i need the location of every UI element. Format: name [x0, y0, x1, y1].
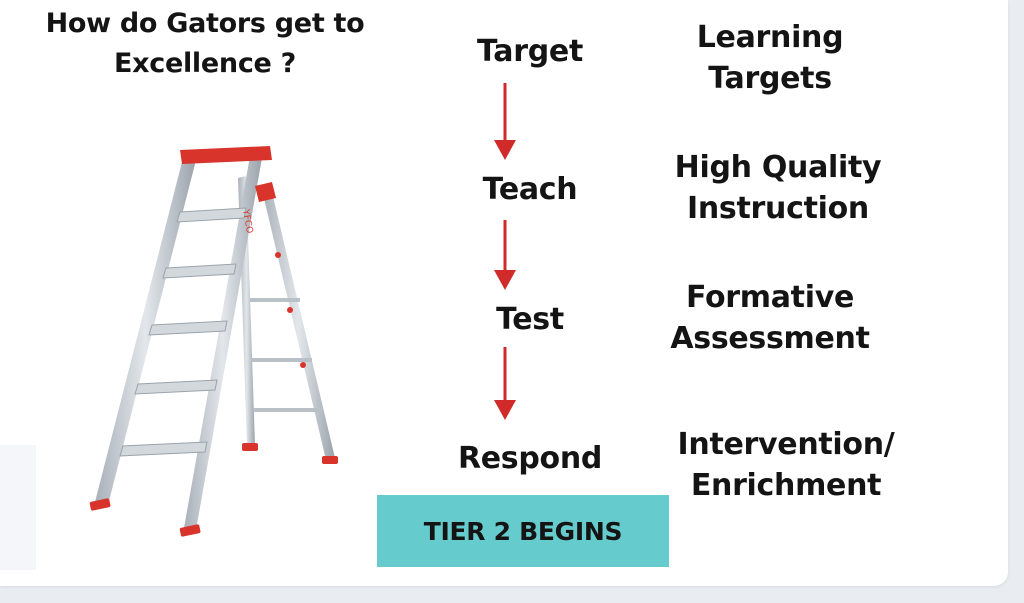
ladder-foot — [322, 456, 338, 464]
tier-2-banner: TIER 2 BEGINS — [377, 495, 669, 567]
step-respond: Respond — [457, 441, 603, 476]
description-line: Intervention/ — [677, 427, 895, 462]
title-line-1: How do Gators get to — [45, 8, 365, 39]
ladder-foot — [89, 498, 111, 511]
ladder-tread — [176, 207, 247, 223]
ladder-top-cap — [255, 182, 276, 202]
description-target: Learning Targets — [620, 17, 920, 99]
description-line: High Quality — [674, 150, 882, 185]
ladder-tread — [134, 379, 218, 395]
ladder-marker — [287, 307, 293, 313]
ladder-tread — [119, 441, 208, 457]
description-test: Formative Assessment — [620, 277, 920, 359]
arrow-down-icon — [494, 83, 516, 160]
description-teach: High Quality Instruction — [628, 147, 928, 229]
tier-2-label: TIER 2 BEGINS — [423, 516, 623, 546]
ladder-front-rail-left — [95, 158, 196, 505]
ladder-front-rail-right — [184, 156, 262, 530]
ladder-marker — [275, 252, 281, 258]
description-respond: Intervention/ Enrichment — [636, 424, 936, 506]
arrow-down-icon — [494, 347, 516, 420]
description-line: Formative — [685, 280, 854, 315]
page-title: How do Gators get to Excellence ? — [0, 4, 410, 84]
ladder-foot — [179, 524, 201, 537]
left-background-strip — [0, 445, 36, 570]
title-line-2: Excellence ? — [114, 48, 296, 79]
step-teach: Teach — [482, 172, 578, 207]
description-line: Assessment — [670, 321, 870, 356]
description-line: Instruction — [687, 191, 869, 226]
description-line: Targets — [708, 61, 832, 96]
ladder-foot — [242, 443, 258, 451]
description-line: Learning — [696, 20, 844, 55]
ladder-top-platform — [180, 146, 272, 164]
ladder-brand-logo: YFCO — [240, 208, 254, 234]
description-line: Enrichment — [690, 468, 882, 503]
ladder-tread — [148, 320, 228, 336]
arrow-down-icon — [494, 220, 516, 290]
ladder-marker — [300, 362, 306, 368]
ladder-tread — [162, 263, 237, 279]
step-target: Target — [477, 34, 583, 69]
step-test: Test — [496, 302, 564, 337]
